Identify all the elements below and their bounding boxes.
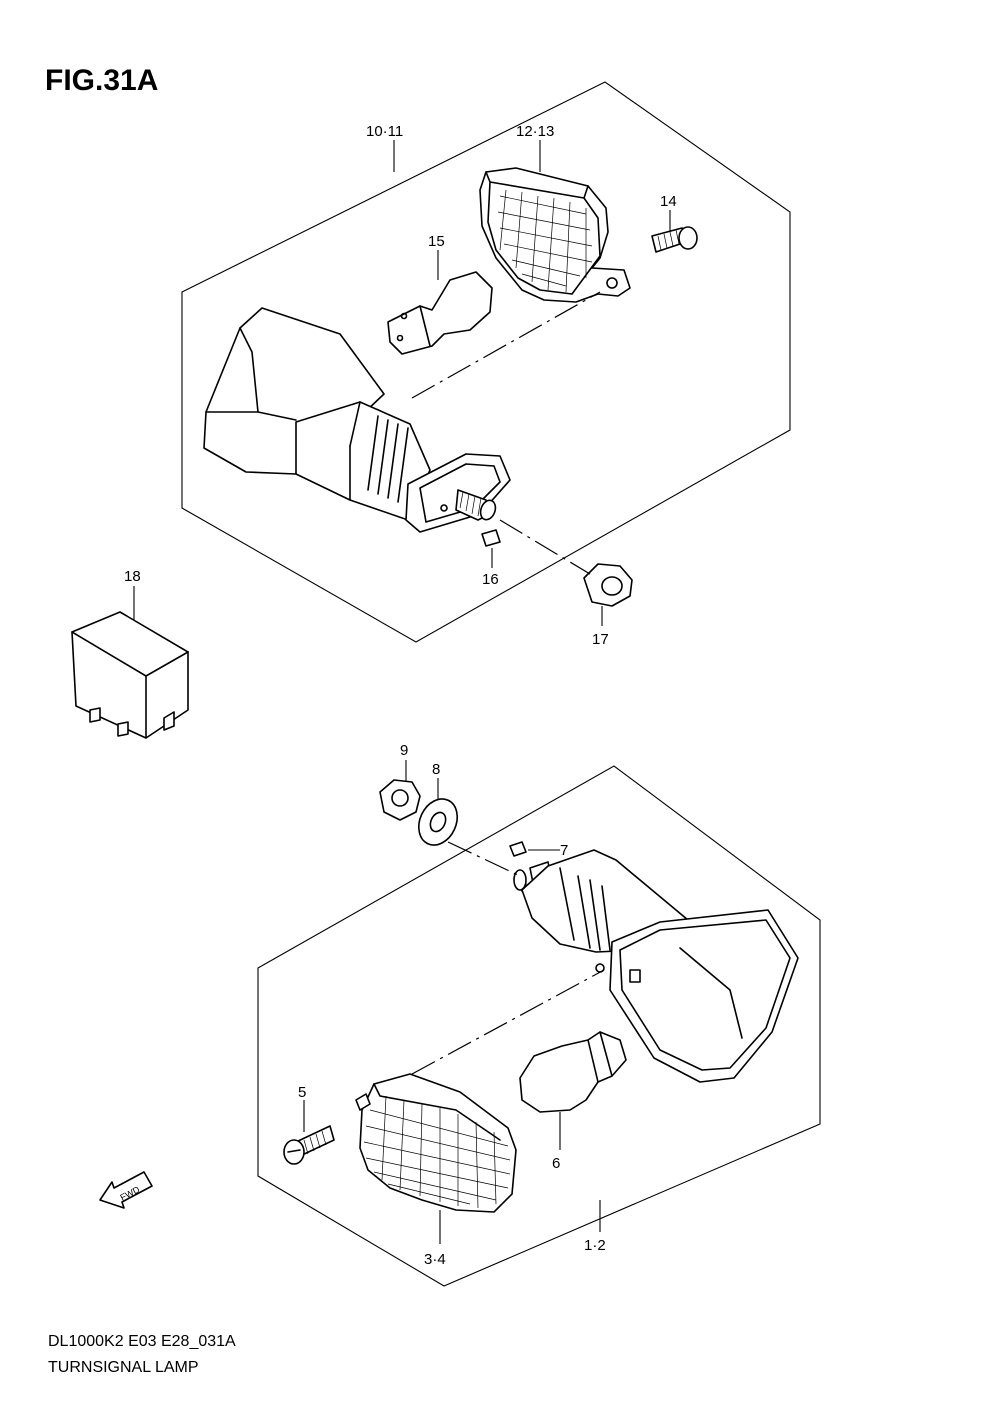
callout-17: 17: [592, 631, 609, 648]
callout-5: 5: [298, 1084, 306, 1101]
bulb-6: [519, 1031, 627, 1113]
relay-18: [71, 586, 189, 739]
callout-12-13: 12·13: [516, 123, 554, 140]
callout-1-2: 1·2: [584, 1237, 606, 1254]
callout-6: 6: [552, 1155, 560, 1172]
callout-16: 16: [482, 571, 499, 588]
lamp-housing-1-2: [513, 849, 799, 1083]
callout-14: 14: [660, 193, 677, 210]
figure-title: FIG.31A: [45, 64, 158, 97]
upper-assembly-group: [181, 81, 791, 643]
callout-10-11: 10·11: [366, 123, 403, 140]
callout-3-4: 3·4: [424, 1251, 446, 1268]
callout-9: 9: [400, 742, 408, 759]
bulb-15: [387, 271, 493, 355]
nut-9: [379, 779, 421, 821]
callout-7: 7: [560, 842, 568, 859]
upper-assembly-outline: [181, 81, 791, 643]
screw-14: [651, 226, 698, 253]
model-code: DL1000K2 E03 E28_031A: [48, 1333, 236, 1350]
screw-5: [283, 1125, 335, 1165]
lens-3-4: [355, 1073, 517, 1213]
grommet-7: [509, 841, 527, 857]
lower-assembly-outline: [257, 765, 821, 1287]
callout-8: 8: [432, 761, 440, 778]
diagram-caption: TURNSIGNAL LAMP: [48, 1359, 199, 1376]
lamp-housing-10-11: [203, 307, 511, 533]
lens-12-13: [479, 167, 631, 303]
fwd-arrow-icon: FWD: [99, 1171, 153, 1209]
callout-18: 18: [124, 568, 141, 585]
lower-assembly-group: [257, 760, 821, 1287]
washer-8: [417, 798, 459, 846]
callout-15: 15: [428, 233, 445, 250]
nut-17: [583, 563, 633, 607]
grommet-16: [481, 529, 501, 547]
